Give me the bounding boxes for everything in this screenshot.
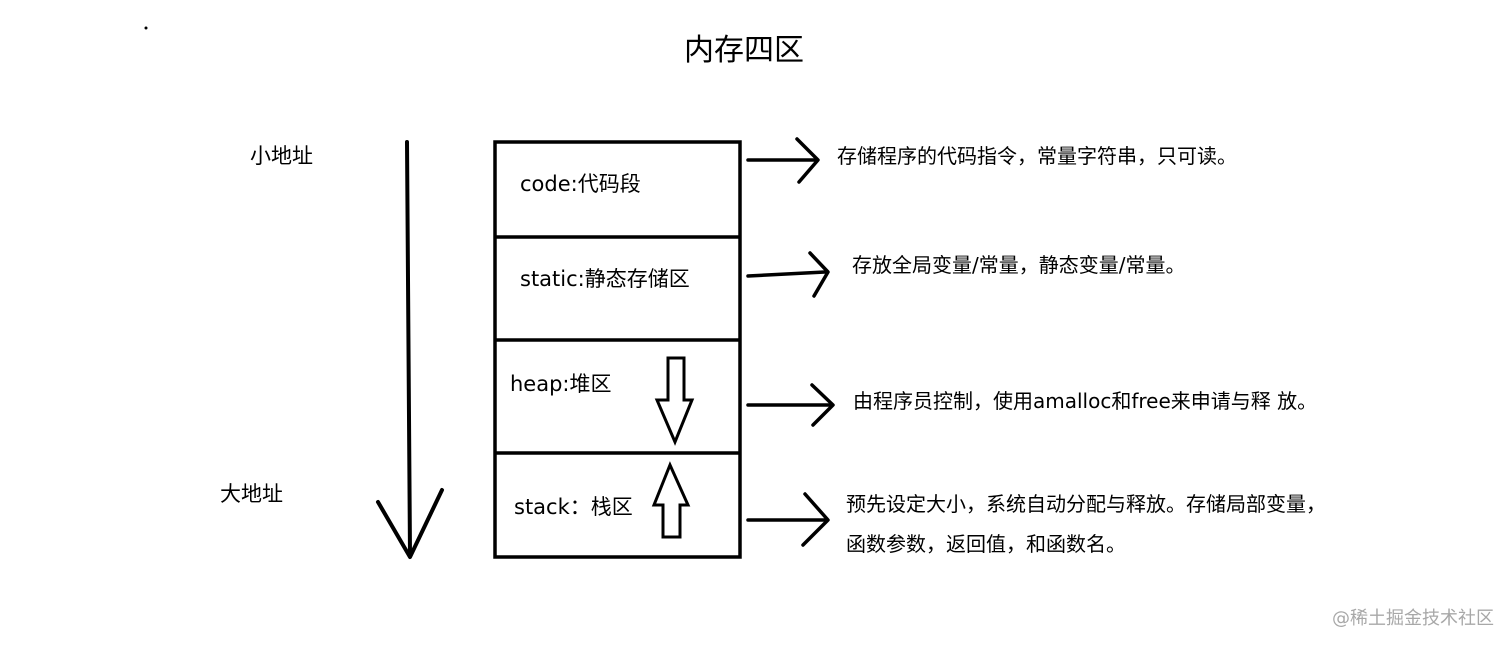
segment-description-heap: 由程序员控制，使用amalloc和free来申请与释 放。 (853, 389, 1318, 413)
watermark: @稀土掘金技术社区 (1332, 608, 1494, 629)
segment-description-code: 存储程序的代码指令，常量字符串，只可读。 (837, 144, 1237, 168)
code-pointer-right-arrow-icon (746, 137, 820, 184)
segment-label-static: static:静态存储区 (520, 267, 690, 291)
diagram-title: 内存四区 (684, 33, 804, 68)
static-pointer-right-arrow-icon (746, 251, 830, 298)
segment-label-stack: stack：栈区 (514, 495, 633, 519)
low-address-label: 小地址 (250, 144, 313, 168)
segment-description-stack-line-2: 函数参数，返回值，和函数名。 (846, 532, 1126, 556)
stray-dot (144, 26, 148, 30)
segment-label-heap: heap:堆区 (510, 372, 612, 396)
stack-growth-hollow-up-arrow-icon (651, 461, 691, 539)
memory-block (493, 140, 742, 559)
heap-growth-hollow-down-arrow-icon (654, 356, 695, 446)
segment-description-static: 存放全局变量/常量，静态变量/常量。 (852, 253, 1186, 277)
address-direction-down-arrow-icon (376, 140, 444, 559)
stack-pointer-right-arrow-icon (746, 492, 830, 547)
memory-block-outline (493, 140, 742, 559)
segment-description-stack-line-1: 预先设定大小，系统自动分配与释放。存储局部变量， (846, 492, 1326, 516)
high-address-label: 大地址 (220, 482, 283, 506)
segment-label-code: code:代码段 (520, 172, 641, 196)
heap-pointer-right-arrow-icon (746, 383, 835, 427)
